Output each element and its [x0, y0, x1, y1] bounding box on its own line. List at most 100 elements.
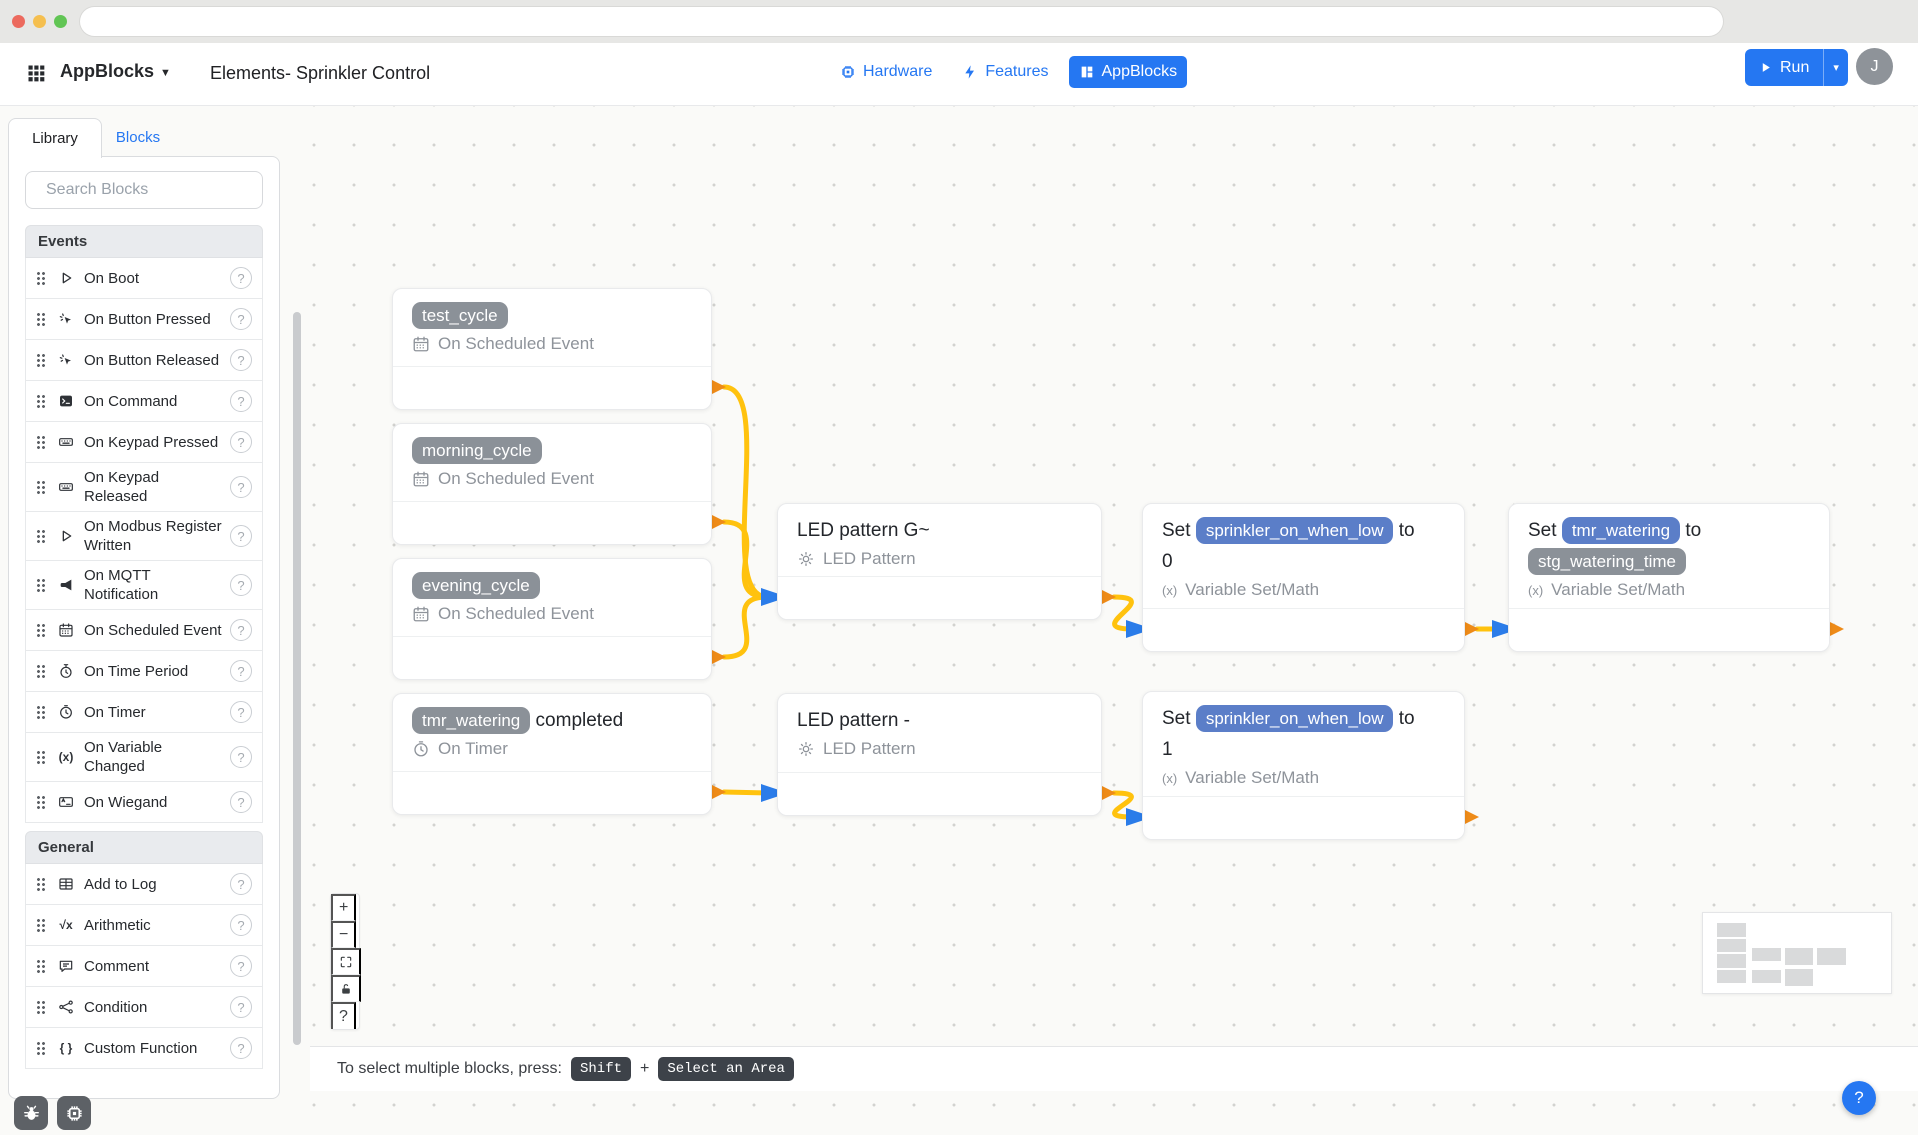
item-help-icon[interactable]: ? — [230, 476, 252, 498]
library-item-on-scheduled-event[interactable]: On Scheduled Event? — [25, 610, 263, 651]
tab-appblocks[interactable]: AppBlocks — [1068, 56, 1188, 88]
zoom-out-button[interactable]: − — [331, 921, 357, 948]
item-help-icon[interactable]: ? — [230, 996, 252, 1018]
item-help-icon[interactable]: ? — [230, 267, 252, 289]
debug-button[interactable] — [14, 1096, 48, 1130]
canvas-block-led_pattern_dash[interactable]: LED pattern -LED Pattern — [777, 693, 1102, 816]
library-item-on-timer[interactable]: On Timer? — [25, 692, 263, 733]
title-text: Set — [1528, 520, 1562, 541]
library-item-on-keypad-pressed[interactable]: On Keypad Pressed? — [25, 422, 263, 463]
item-help-icon[interactable]: ? — [230, 955, 252, 977]
lock-button[interactable] — [331, 975, 361, 1002]
drag-handle-icon[interactable] — [36, 959, 46, 973]
zoom-in-button[interactable]: + — [331, 894, 357, 921]
minimize-window-button[interactable] — [33, 15, 46, 28]
drag-handle-icon[interactable] — [36, 877, 46, 891]
library-item-on-button-pressed[interactable]: On Button Pressed? — [25, 299, 263, 340]
library-item-on-wiegand[interactable]: On Wiegand? — [25, 782, 263, 823]
item-help-icon[interactable]: ? — [230, 701, 252, 723]
drag-handle-icon[interactable] — [36, 578, 46, 592]
apps-grid-button[interactable] — [22, 60, 50, 88]
item-help-icon[interactable]: ? — [230, 349, 252, 371]
item-help-icon[interactable]: ? — [230, 431, 252, 453]
item-label: Add to Log — [84, 875, 157, 893]
library-item-on-boot[interactable]: On Boot? — [25, 258, 263, 299]
drag-handle-icon[interactable] — [36, 529, 46, 543]
item-label: Comment — [84, 957, 150, 975]
library-item-on-mqtt-notification[interactable]: On MQTT Notification? — [25, 561, 263, 610]
item-help-icon[interactable]: ? — [230, 914, 252, 936]
item-help-icon[interactable]: ? — [230, 390, 252, 412]
item-help-icon[interactable]: ? — [230, 525, 252, 547]
close-window-button[interactable] — [12, 15, 25, 28]
run-dropdown-button[interactable]: ▾ — [1823, 49, 1848, 86]
variable-badge: sprinkler_on_when_low — [1195, 705, 1394, 732]
drag-handle-icon[interactable] — [36, 312, 46, 326]
hint-button[interactable]: ? — [331, 1002, 356, 1029]
drag-handle-icon[interactable] — [36, 435, 46, 449]
kbd-shift: Shift — [570, 1057, 631, 1081]
library-item-on-variable-changed[interactable]: (x)On Variable Changed? — [25, 733, 263, 782]
drag-handle-icon[interactable] — [36, 918, 46, 932]
drag-handle-icon[interactable] — [36, 1041, 46, 1055]
tab-library[interactable]: Library — [8, 118, 102, 158]
run-button[interactable]: Run ▾ — [1745, 49, 1848, 86]
item-label: On Wiegand — [84, 793, 168, 811]
tab-blocks[interactable]: Blocks — [115, 129, 161, 146]
workspace-menu[interactable]: AppBlocks ▼ — [60, 61, 171, 82]
device-button[interactable] — [57, 1096, 91, 1130]
library-item-on-time-period[interactable]: On Time Period? — [25, 651, 263, 692]
item-help-icon[interactable]: ? — [230, 746, 252, 768]
item-help-icon[interactable]: ? — [230, 574, 252, 596]
canvas-block-led_pattern_g[interactable]: LED pattern G~LED Pattern — [777, 503, 1102, 620]
item-help-icon[interactable]: ? — [230, 1037, 252, 1059]
item-help-icon[interactable]: ? — [230, 791, 252, 813]
zoom-window-button[interactable] — [54, 15, 67, 28]
item-help-icon[interactable]: ? — [230, 308, 252, 330]
drag-handle-icon[interactable] — [36, 480, 46, 494]
search-input[interactable] — [44, 180, 255, 200]
help-button[interactable]: ? — [1842, 1081, 1876, 1115]
library-item-condition[interactable]: Condition? — [25, 987, 263, 1028]
tab-hardware[interactable]: Hardware — [830, 56, 942, 88]
chip-icon — [840, 64, 856, 80]
item-help-icon[interactable]: ? — [230, 660, 252, 682]
drag-handle-icon[interactable] — [36, 623, 46, 637]
item-help-icon[interactable]: ? — [230, 873, 252, 895]
sidebar-scrollbar[interactable] — [293, 312, 301, 1045]
library-item-custom-function[interactable]: { }Custom Function? — [25, 1028, 263, 1069]
drag-handle-icon[interactable] — [36, 750, 46, 764]
block-footer — [393, 366, 711, 409]
avatar[interactable]: J — [1856, 48, 1893, 85]
drag-handle-icon[interactable] — [36, 705, 46, 719]
drag-handle-icon[interactable] — [36, 271, 46, 285]
drag-handle-icon[interactable] — [36, 664, 46, 678]
fit-view-button[interactable] — [331, 948, 361, 975]
drag-handle-icon[interactable] — [36, 394, 46, 408]
library-item-on-keypad-released[interactable]: On Keypad Released? — [25, 463, 263, 512]
library-item-add-to-log[interactable]: Add to Log? — [25, 864, 263, 905]
library-item-comment[interactable]: Comment? — [25, 946, 263, 987]
drag-handle-icon[interactable] — [36, 795, 46, 809]
tab-features[interactable]: Features — [952, 56, 1058, 88]
item-icon-wrap — [56, 528, 76, 544]
url-bar[interactable] — [80, 7, 1723, 36]
timer-icon — [412, 740, 430, 758]
minimap[interactable] — [1702, 912, 1892, 994]
drag-handle-icon[interactable] — [36, 353, 46, 367]
library-item-on-command[interactable]: On Command? — [25, 381, 263, 422]
item-help-icon[interactable]: ? — [230, 619, 252, 641]
library-item-on-button-released[interactable]: On Button Released? — [25, 340, 263, 381]
library-item-on-modbus-register-written[interactable]: On Modbus Register Written? — [25, 512, 263, 561]
drag-handle-icon[interactable] — [36, 1000, 46, 1014]
